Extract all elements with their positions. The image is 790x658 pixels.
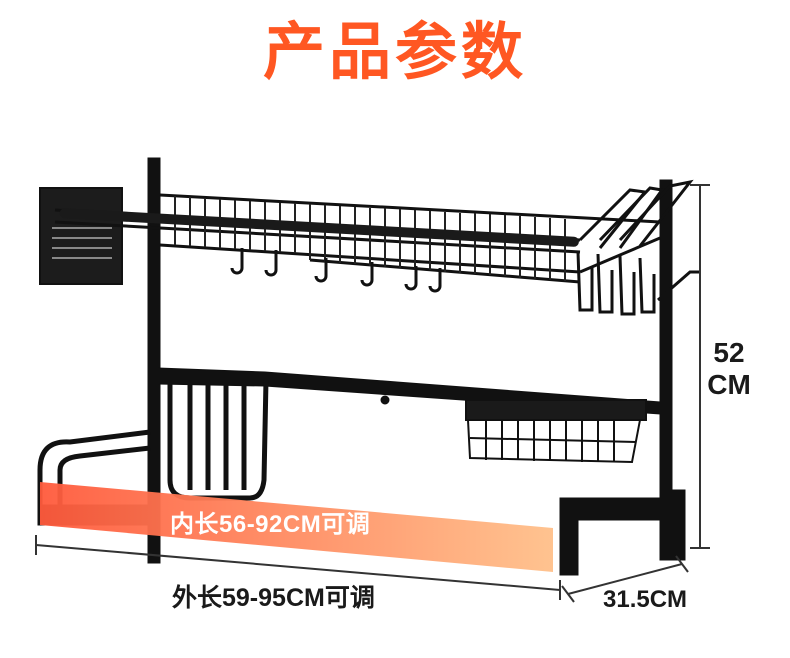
- inner-length-band: [40, 482, 553, 572]
- depth-dimension-line: [561, 555, 689, 603]
- page-title: 产品参数: [262, 15, 527, 88]
- hooks: [230, 248, 442, 293]
- height-label: 52 CM: [700, 337, 758, 401]
- outer-length-dimension-line: [35, 535, 561, 600]
- board-holder: [37, 429, 151, 505]
- depth-label: 31.5CM: [603, 586, 688, 613]
- height-value: 52: [713, 337, 745, 368]
- outer-length-label: 外长59-95CM可调: [172, 584, 375, 612]
- utensil-holder: [39, 187, 123, 285]
- top-shelf-wires: [174, 196, 566, 281]
- height-unit: CM: [707, 369, 751, 400]
- lid-holder: [576, 179, 700, 316]
- plate-rack: [167, 379, 269, 501]
- inner-length-label: 内长56-92CM可调: [170, 511, 371, 538]
- towel-bar: [59, 208, 579, 247]
- wire-basket: [465, 399, 647, 464]
- height-dimension-line: [690, 184, 710, 549]
